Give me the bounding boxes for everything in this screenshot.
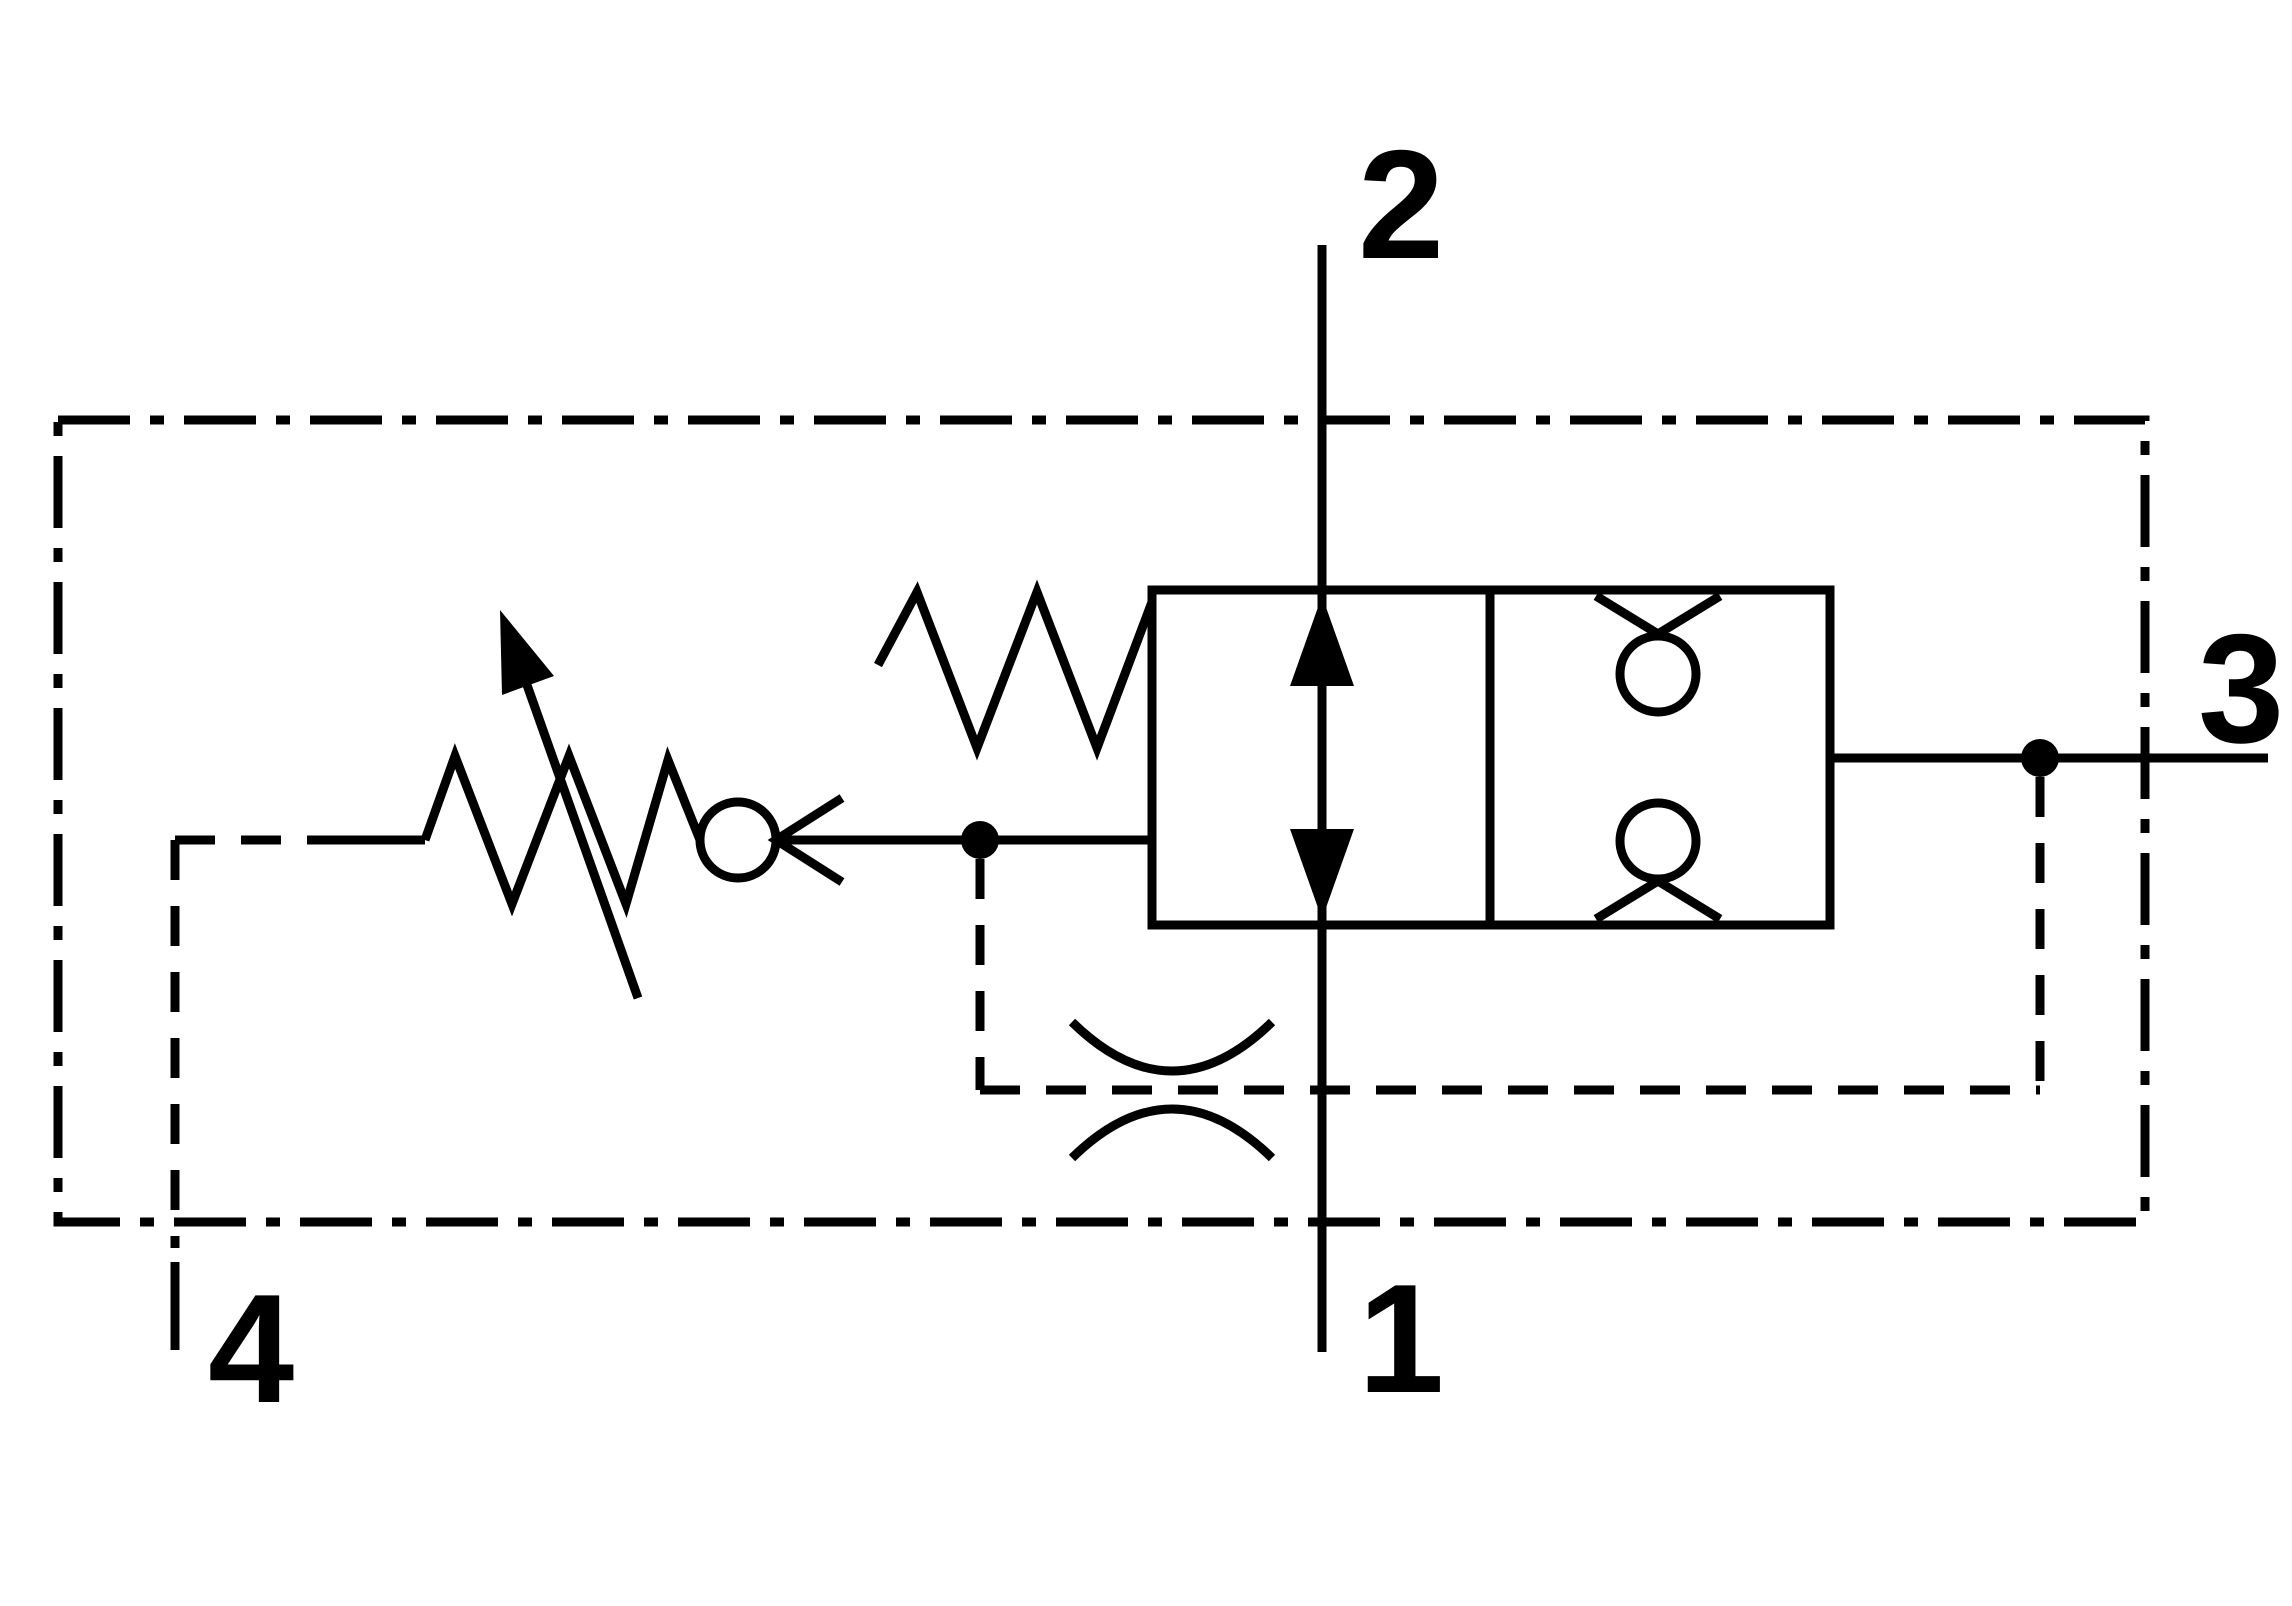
junction-dot-left	[961, 821, 999, 859]
adjustable-spring-icon	[420, 743, 705, 919]
adjustment-arrow-head-icon	[500, 610, 554, 695]
flow-arrow-up-icon	[1290, 596, 1354, 686]
check-valve-bottom-seat-icon	[1593, 875, 1723, 923]
envelope-boundary	[53, 415, 2150, 1227]
check-valve-bottom-ball-icon	[1615, 798, 1701, 884]
poppet-seat-icon	[767, 794, 845, 886]
poppet-ball-icon	[695, 797, 781, 883]
check-valve-top-seat-icon	[1593, 592, 1723, 640]
adjustment-arrow-shaft	[522, 683, 643, 1000]
orifice-lower-arc-icon	[1068, 1104, 1276, 1162]
flow-arrow-down-icon	[1290, 829, 1354, 919]
valve-spring-icon	[874, 579, 1157, 761]
port-1-label: 1	[1358, 1252, 1444, 1425]
check-valve-top-ball-icon	[1615, 631, 1701, 717]
junction-dot-right	[2021, 739, 2059, 777]
port-3-label: 3	[2198, 602, 2284, 775]
port-2-label: 2	[1358, 118, 1444, 291]
port-4-label: 4	[208, 1262, 294, 1435]
orifice-upper-arc-icon	[1068, 1018, 1276, 1076]
